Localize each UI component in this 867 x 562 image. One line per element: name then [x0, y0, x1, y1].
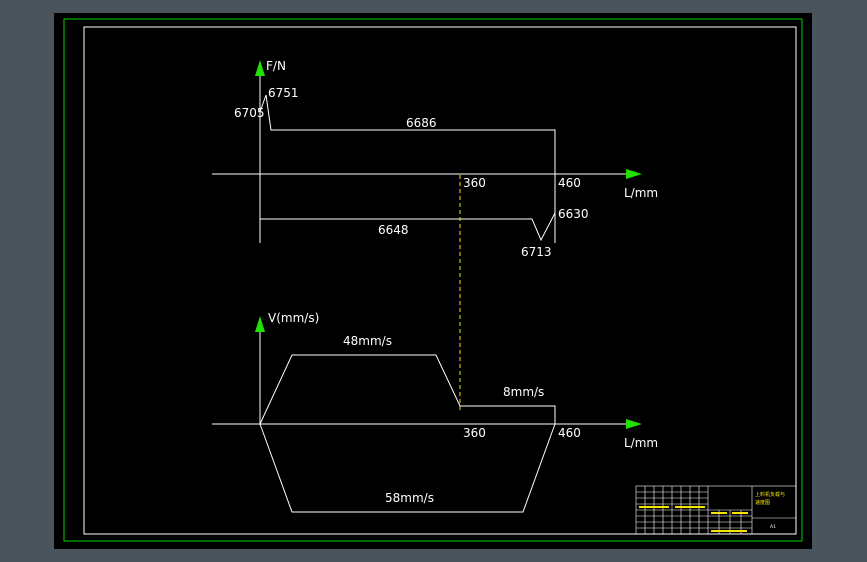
velocity-slow-value: 8mm/s [503, 385, 544, 399]
force-return-value: 6648 [378, 223, 409, 237]
drawing-sheet [54, 13, 812, 549]
force-x-axis-arrow [626, 169, 642, 179]
title-block-marks [639, 506, 748, 532]
velocity-return-value: 58mm/s [385, 491, 434, 505]
force-dip-value: 6713 [521, 245, 552, 259]
force-x-axis-label: L/mm [624, 186, 658, 200]
velocity-tick-460: 460 [558, 426, 581, 440]
velocity-x-axis-label: L/mm [624, 436, 658, 450]
velocity-x-axis-arrow [626, 419, 642, 429]
force-end-value: 6630 [558, 207, 589, 221]
title-block [635, 485, 797, 535]
force-start-value: 6705 [234, 106, 265, 120]
velocity-tick-360: 360 [463, 426, 486, 440]
force-return-curve [260, 212, 556, 242]
title-block-title-line1: 上料机负载与 [755, 491, 785, 498]
velocity-forward-curve [259, 354, 556, 425]
force-tick-460: 460 [558, 176, 581, 190]
outer-frame [63, 18, 803, 542]
velocity-fast-value: 48mm/s [343, 334, 392, 348]
velocity-chart: V(mm/s) L/mm 48mm/s 8mm/s 360 460 58mm/s [212, 311, 658, 513]
velocity-return-curve [259, 423, 556, 513]
force-plateau-value: 6686 [406, 116, 437, 130]
force-chart: F/N L/mm 6705 6751 6686 360 460 6648 671… [212, 59, 658, 259]
title-block-title-line2: 速度图 [755, 499, 770, 506]
title-block-sheet-size: A1 [770, 524, 776, 530]
force-tick-360: 360 [463, 176, 486, 190]
velocity-y-axis-label: V(mm/s) [268, 311, 319, 325]
force-y-axis-arrow [255, 60, 265, 76]
force-peak-value: 6751 [268, 86, 299, 100]
force-y-axis-label: F/N [266, 59, 286, 73]
force-forward-curve [259, 94, 556, 243]
inner-frame [83, 26, 797, 535]
velocity-y-axis-arrow [255, 316, 265, 332]
